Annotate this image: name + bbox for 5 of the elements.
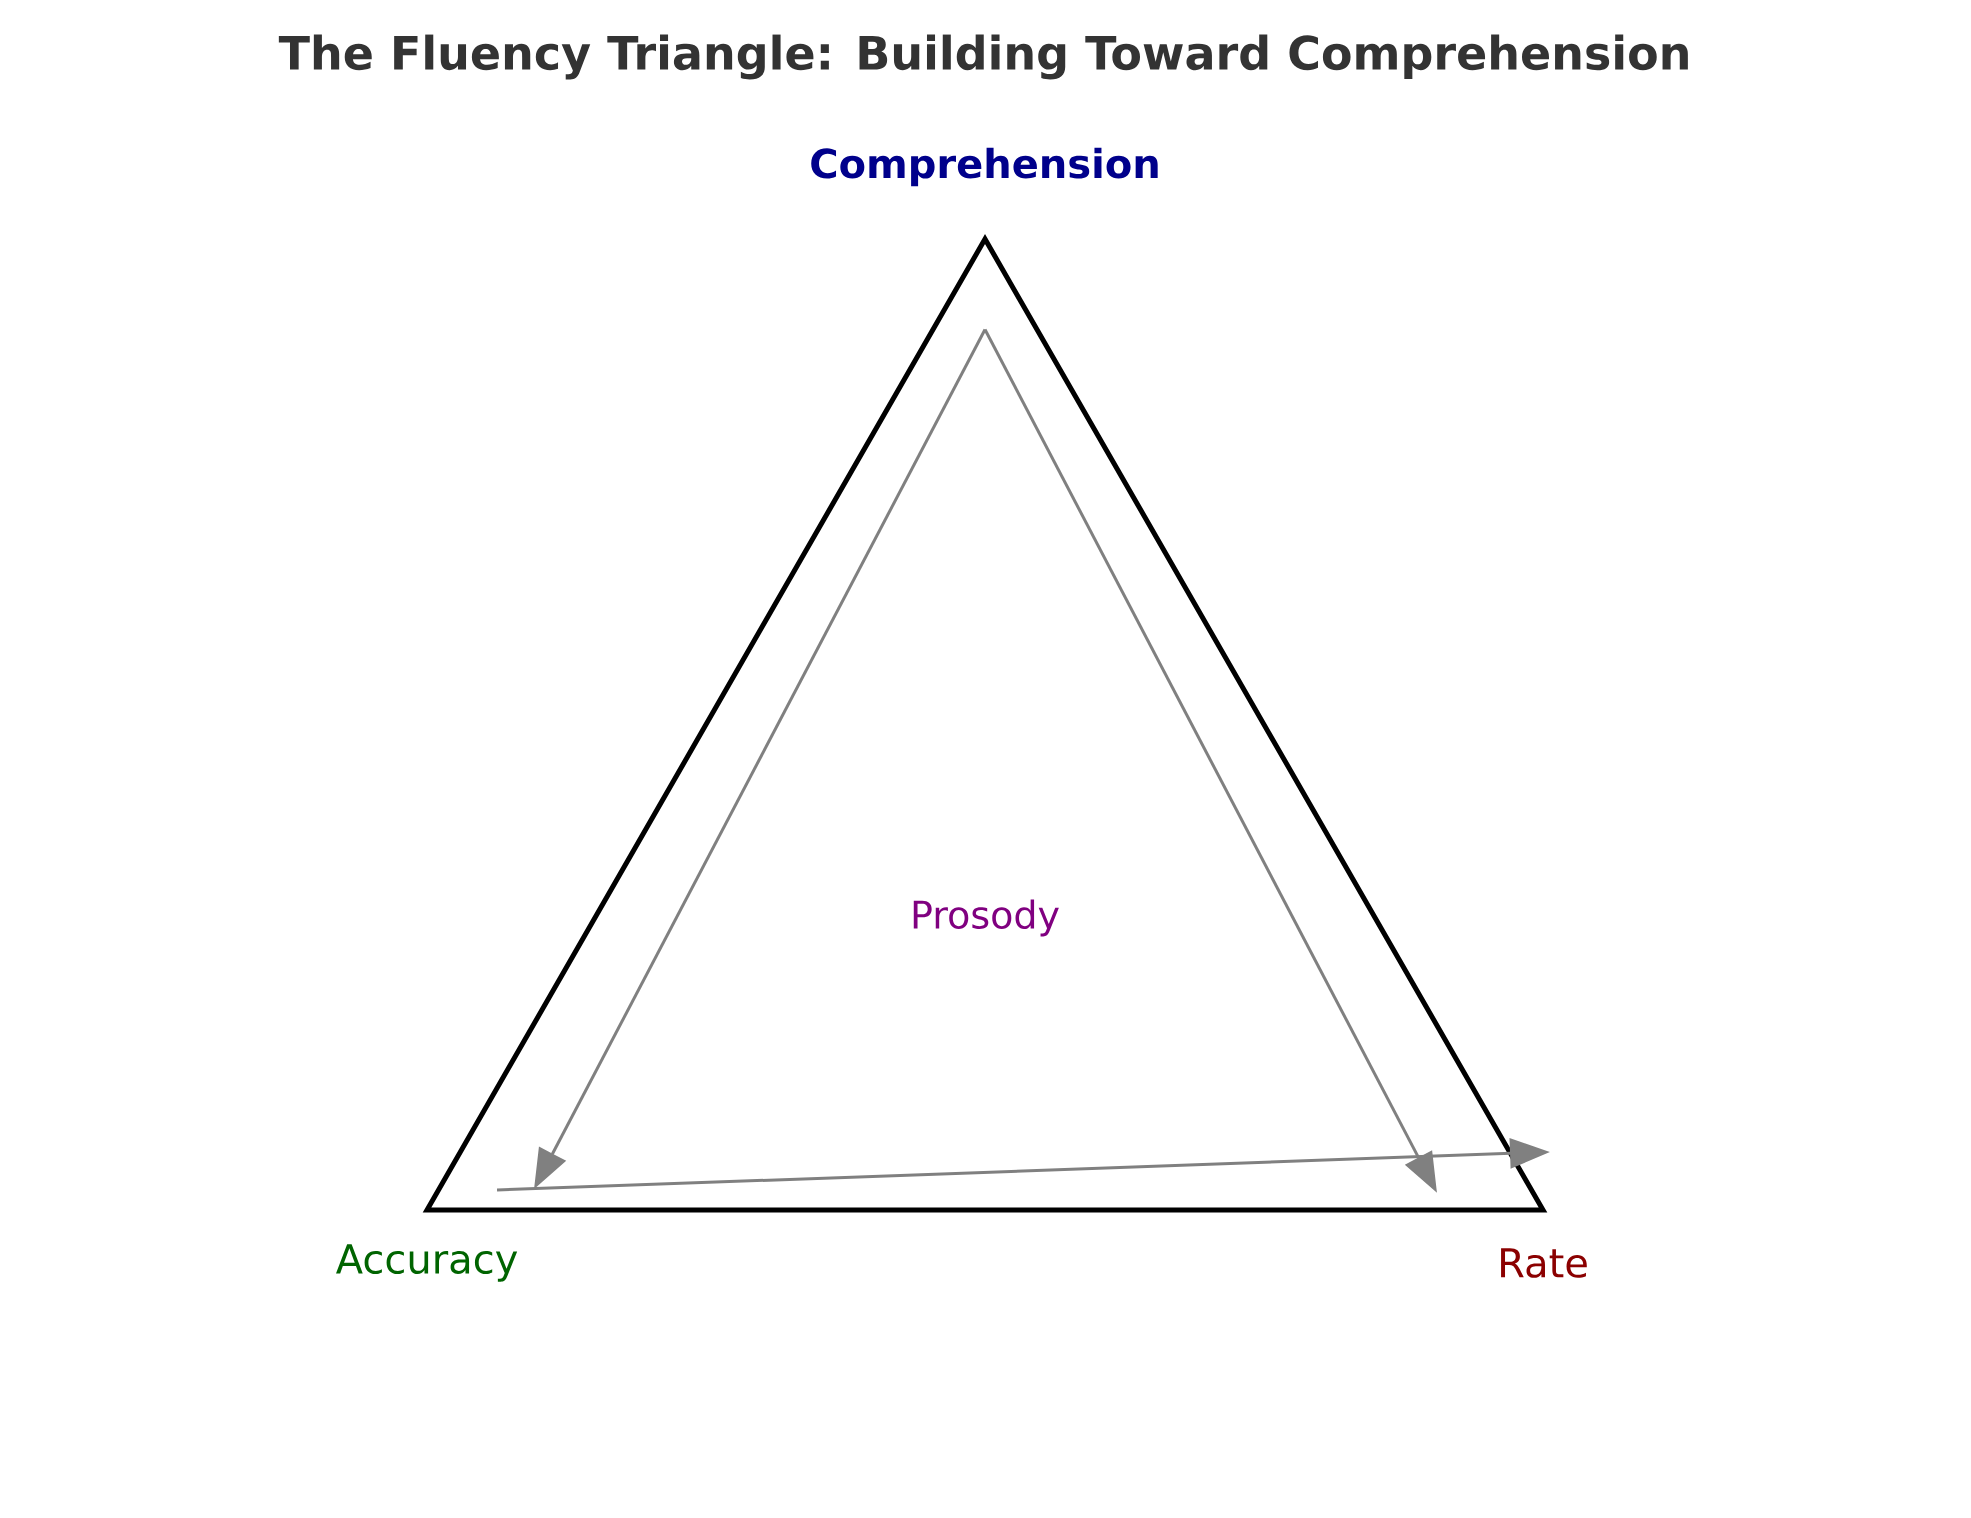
- vertex-label: Accuracy: [336, 1244, 518, 1282]
- title: The Fluency Triangle: Building Toward Comprehension: [278, 34, 1688, 80]
- vertex-label: Rate: [1501, 1248, 1587, 1278]
- vertex-label: Comprehension: [811, 147, 1158, 187]
- center-label: Prosody: [913, 899, 1059, 937]
